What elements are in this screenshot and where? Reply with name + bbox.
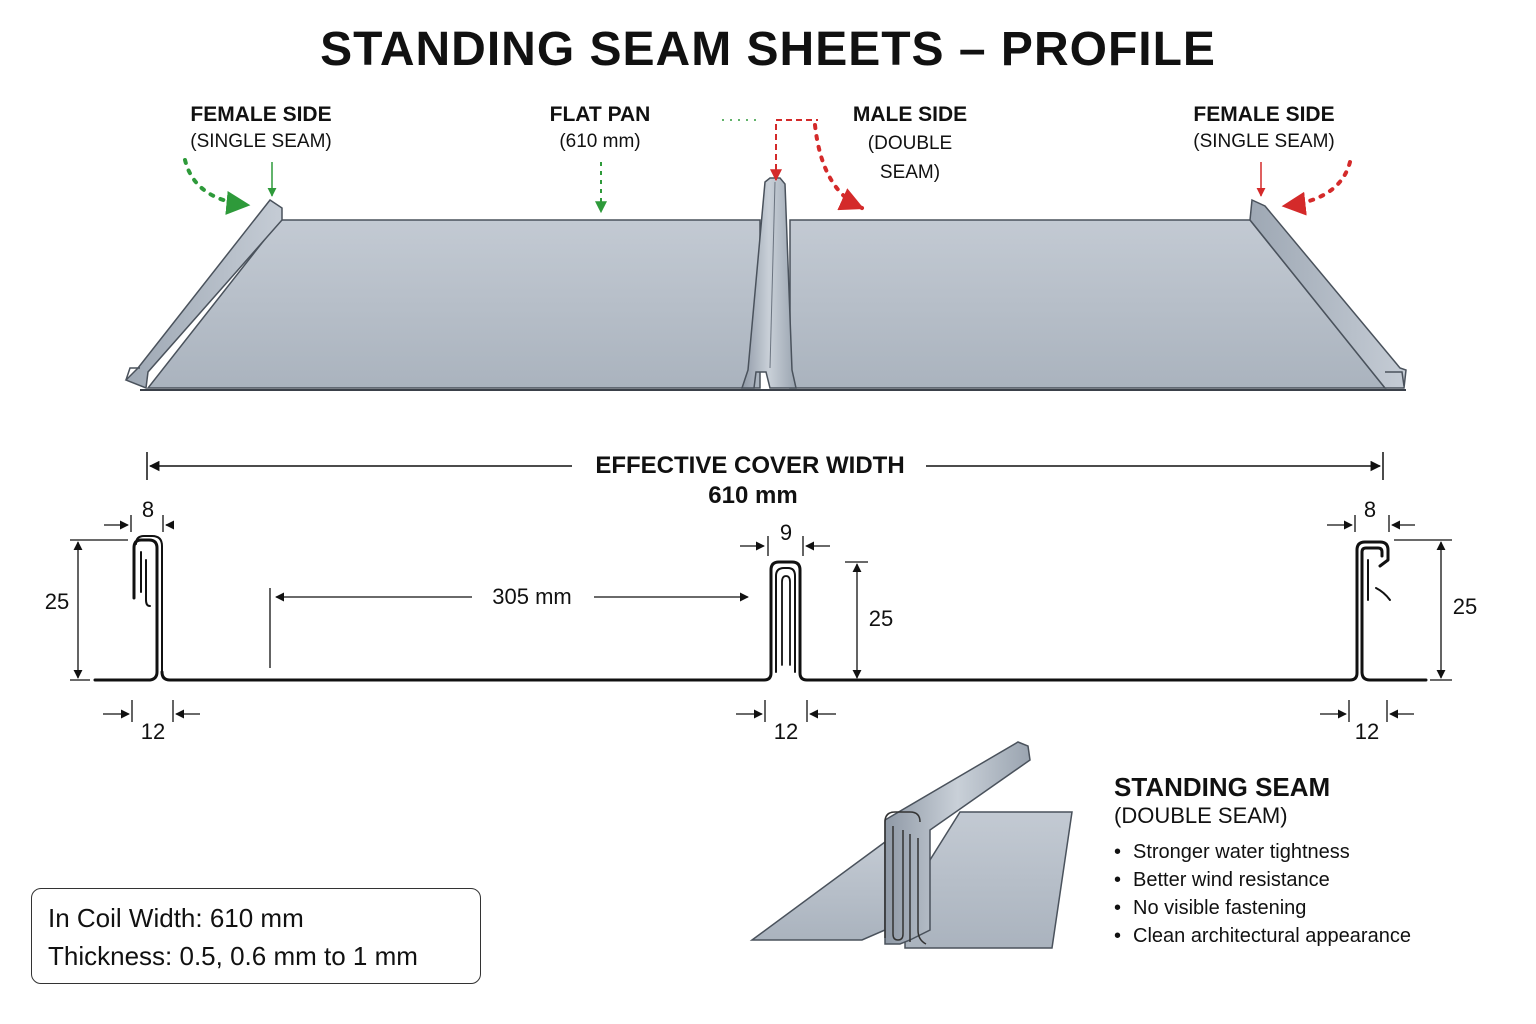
profile-pan-left [160, 540, 1390, 682]
left-seam-height-dimension: 25 [44, 589, 70, 614]
seam-detail-rib-face [884, 741, 1031, 945]
pan-spacing-dimension: 305 mm [492, 584, 572, 609]
male-side-pointer [770, 119, 818, 182]
flat-pan-left [146, 219, 761, 389]
female-left-sublabel: (SINGLE SEAM) [190, 131, 332, 152]
male-side-sublabel-1: (DOUBLE [867, 133, 953, 154]
cover-width-label: EFFECTIVE COVER WIDTH [595, 452, 905, 479]
cover-width-value: 610 mm [708, 482, 798, 509]
seam-benefits-list: Stronger water tightness Better wind res… [1114, 838, 1411, 950]
female-left-label: FEMALE SIDE [190, 103, 332, 126]
right-seam-top-dimension: 8 [1363, 497, 1377, 522]
list-item: No visible fastening [1114, 894, 1411, 922]
female-seam-left-3d [124, 198, 283, 390]
right-seam-base-dimension: 12 [1354, 719, 1380, 744]
coil-width-text: In Coil Width: 610 mm [48, 903, 304, 933]
flat-pan-sublabel: (610 mm) [559, 131, 641, 152]
male-side-label: MALE SIDE [852, 103, 968, 126]
male-seam-base-dimension: 12 [773, 719, 799, 744]
list-item: Clean architectural appearance [1114, 922, 1411, 950]
coil-info-box: In Coil Width: 610 mm Thickness: 0.5, 0.… [31, 888, 481, 984]
profile-dimensions [70, 515, 1452, 722]
male-seam-height-dimension: 25 [868, 606, 894, 631]
male-side-curved-arrow [813, 123, 865, 211]
male-side-sublabel-2: SEAM) [879, 162, 941, 183]
male-seam-top-dimension: 9 [779, 520, 793, 545]
left-seam-top-dimension: 8 [141, 497, 155, 522]
seam-detail-fold [884, 822, 927, 945]
seam-detail-title: STANDING SEAM [1114, 772, 1331, 802]
female-seam-right-3d [1249, 198, 1407, 389]
profile-baseline-right [1360, 546, 1384, 674]
right-seam-height-dimension: 25 [1452, 594, 1478, 619]
page-title: STANDING SEAM SHEETS – PROFILE [320, 23, 1216, 76]
cross-section-profile [93, 535, 1428, 682]
list-item: Stronger water tightness [1114, 838, 1411, 866]
profile-baseline-left [93, 538, 159, 682]
female-left-curved-arrow [183, 158, 251, 215]
seam-detail-left-pan [749, 840, 886, 941]
female-right-label: FEMALE SIDE [1193, 103, 1335, 126]
flat-pan-label: FLAT PAN [549, 103, 651, 126]
cover-width-dimension [146, 452, 1384, 480]
female-right-sublabel: (SINGLE SEAM) [1193, 131, 1335, 152]
thickness-text: Thickness: 0.5, 0.6 mm to 1 mm [48, 941, 418, 971]
female-right-curved-arrow [1281, 160, 1352, 216]
left-seam-base-dimension: 12 [140, 719, 166, 744]
list-item: Better wind resistance [1114, 866, 1411, 894]
callout-arrows [183, 119, 1352, 216]
seam-detail-3d [749, 741, 1073, 949]
sheet-3d [124, 177, 1407, 391]
seam-detail-subtitle: (DOUBLE SEAM) [1114, 803, 1288, 828]
